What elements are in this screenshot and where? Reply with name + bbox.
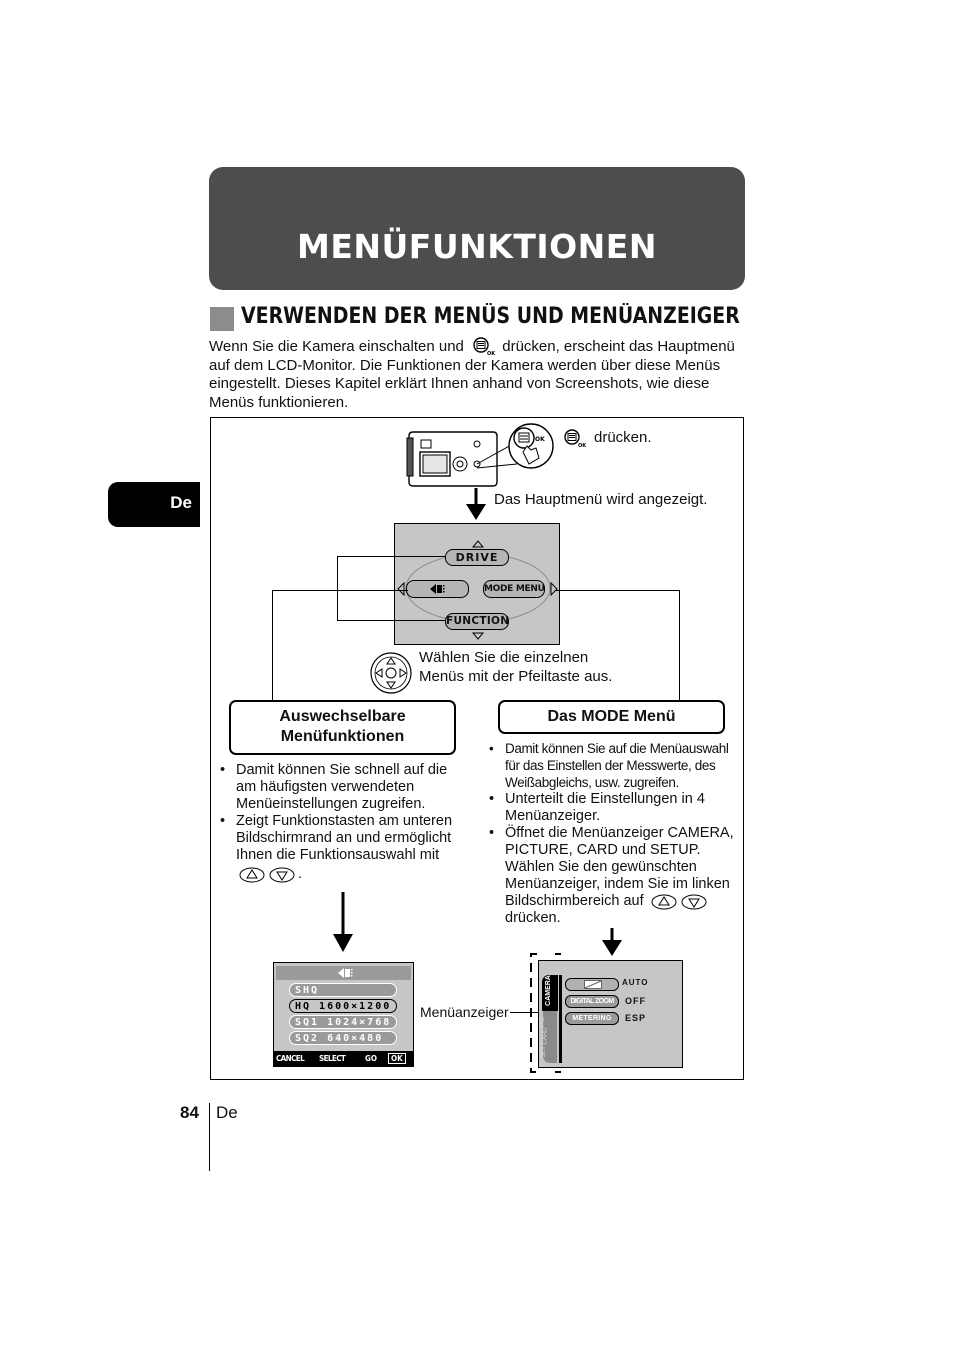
main-menu-screen: DRIVE MODE MENU FUNCTION [394, 523, 560, 645]
mode-menu-screen: CAMERA PIC CARD SET AUTO DIGITAL ZOOM OF… [538, 960, 683, 1068]
quality-row[interactable]: SQ2 640×480 [289, 1031, 397, 1045]
left-bullet-list: Damit können Sie schnell auf die am häuf… [220, 762, 460, 864]
main-menu-label: Das Hauptmenü wird angezeigt. [494, 491, 708, 508]
left-callout-line2: Menüfunktionen [280, 728, 405, 745]
quality-row[interactable]: SQ1 1024×768 [289, 1015, 397, 1029]
left-callout: Auswechselbare Menüfunktionen [229, 700, 456, 755]
svg-text:OK: OK [535, 436, 545, 443]
quality-icon [429, 584, 444, 594]
quality-screen: SHQ 1600×1200 HQ 1600×1200 SQ1 1024×768 … [273, 962, 414, 1067]
svg-text:OK: OK [487, 351, 496, 356]
left-callout-line1: Auswechselbare [279, 708, 406, 725]
up-down-keys-icon [239, 867, 295, 883]
language-tab-label: De [170, 493, 192, 512]
title-banner: MENÜFUNKTIONEN [209, 167, 745, 290]
svg-text:OK: OK [578, 443, 587, 448]
metering-value: ESP [625, 1013, 647, 1023]
arrow-pad-icon [370, 652, 412, 694]
left-bullet-1: Damit können Sie schnell auf die am häuf… [220, 762, 460, 813]
camera-illustration: OK [406, 423, 554, 487]
footer-rule [209, 1103, 210, 1171]
intro-paragraph: Wenn Sie die Kamera einschalten und OK d… [209, 336, 749, 412]
menu-button-icon: OK [473, 337, 496, 357]
tab-label: Menüanzeiger [420, 1004, 509, 1020]
quality-icon [338, 968, 353, 978]
left-bullet-end: . [298, 866, 303, 882]
quality-row-selected[interactable]: HQ 1600×1200 [289, 999, 397, 1013]
arrow-key-text-1: Wählen Sie die einzelnen [419, 649, 589, 666]
exposure-icon [584, 980, 602, 989]
exposure-value: AUTO [622, 978, 649, 987]
right-bullet-1: Damit können Sie auf die Menüauswahl für… [489, 740, 741, 791]
ok-label: OK [388, 1053, 406, 1064]
card-tab-label[interactable]: CARD [542, 1027, 549, 1045]
figure-box [210, 417, 744, 1080]
arrow-down-icon [333, 892, 353, 952]
tab-bracket [530, 953, 561, 1073]
section-heading: VERWENDEN DER MENÜS UND MENÜANZEIGER [241, 304, 740, 329]
menu-quality[interactable] [406, 580, 469, 598]
intro-line1-a: Wenn Sie die Kamera einschalten und [209, 338, 464, 355]
right-bullet-3: Öffnet die Menüanzeiger CAMERA, PICTURE,… [489, 825, 741, 910]
menu-function[interactable]: FUNCTION [445, 613, 509, 630]
footer-language: De [216, 1103, 238, 1122]
exposure-row[interactable] [565, 978, 619, 991]
page-number: 84 [180, 1103, 199, 1122]
camera-tab-label: CAMERA [544, 975, 552, 1006]
quality-screen-header [276, 966, 411, 980]
select-label: SELECT [319, 1054, 346, 1063]
cancel-label: CANCEL [276, 1054, 305, 1063]
press-label: drücken. [594, 429, 652, 446]
language-tab: De [108, 482, 200, 527]
go-label: GO [365, 1054, 378, 1063]
right-bullet-end: drücken. [505, 910, 561, 926]
intro-rest: Hauptmenü auf dem LCD-Monitor. Die Funkt… [209, 338, 735, 411]
camera-tab[interactable]: CAMERA [542, 975, 558, 1011]
menu-button-icon: OK [564, 429, 587, 448]
right-callout: Das MODE Menü [498, 700, 725, 734]
quality-row[interactable]: SHQ 1600×1200 [289, 983, 397, 1010]
pic-tab-label[interactable]: PIC [540, 1016, 547, 1028]
right-bullet-list: Damit können Sie auf die Menüauswahl für… [489, 740, 741, 910]
arrow-key-text-2: Menüs mit der Pfeiltaste aus. [419, 668, 613, 685]
page-title: MENÜFUNKTIONEN [297, 227, 657, 266]
quality-bottom-bar: CANCEL SELECT GO OK [274, 1051, 413, 1066]
digital-zoom-value: OFF [625, 996, 646, 1006]
intro-line1-b: drücken, erscheint das [502, 338, 654, 355]
setup-tab-label[interactable]: SET [540, 1046, 547, 1058]
digital-zoom-row[interactable]: DIGITAL ZOOM [565, 995, 619, 1008]
menu-mode-menu[interactable]: MODE MENU [483, 580, 545, 598]
arrow-down-icon [466, 488, 486, 520]
section-marker [210, 307, 234, 331]
metering-row[interactable]: METERING [565, 1012, 619, 1025]
menu-drive[interactable]: DRIVE [445, 549, 509, 566]
arrow-down-icon [602, 928, 622, 956]
right-bullet-2: Unterteilt die Einstellungen in 4 Menüan… [489, 791, 741, 825]
up-down-keys-icon [651, 894, 707, 910]
left-bullet-2: Zeigt Funktionstasten am unteren Bildsch… [220, 813, 460, 864]
